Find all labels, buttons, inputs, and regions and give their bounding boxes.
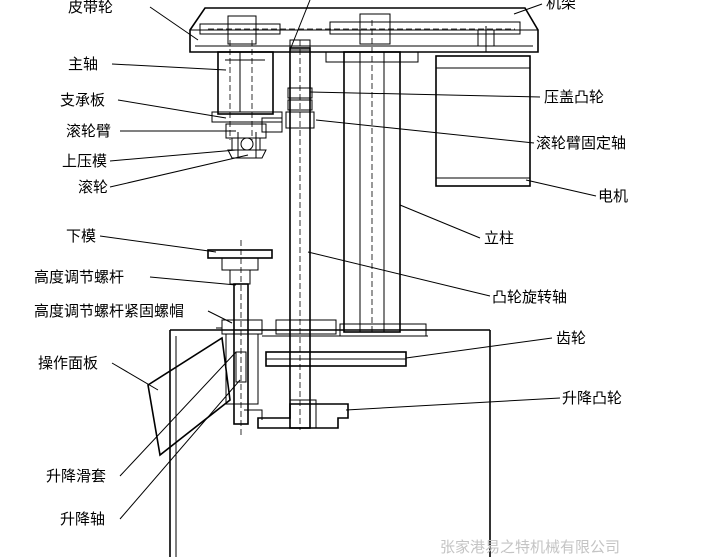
label-height-screw-nut: 高度调节螺杆紧固螺帽 (34, 302, 184, 320)
label-upper-die: 上压模 (62, 152, 107, 170)
label-height-screw: 高度调节螺杆 (34, 268, 124, 286)
label-roller: 滚轮 (78, 178, 108, 196)
label-roller-arm: 滚轮臂 (66, 122, 111, 140)
cam-shaft-column (285, 39, 315, 430)
label-main-shaft: 主轴 (68, 55, 98, 73)
label-lift-cam: 升降凸轮 (562, 389, 622, 407)
operation-panel (147, 336, 231, 457)
top-head (189, 7, 539, 53)
lift-cam (244, 399, 349, 429)
gear-table (262, 319, 428, 367)
label-support-plate: 支承板 (60, 91, 105, 109)
label-motor: 电机 (598, 187, 628, 205)
label-top-right: 机架 (546, 0, 576, 12)
label-roller-arm-shaft: 滚轮臂固定轴 (536, 134, 626, 152)
label-cover-cam: 压盖凸轮 (544, 88, 604, 106)
label-lower-die: 下模 (66, 227, 96, 245)
roller-assembly (225, 117, 283, 159)
motor (435, 55, 531, 187)
base-body (169, 329, 491, 557)
pillar (325, 20, 419, 333)
label-cam-shaft: 凸轮旋转轴 (492, 288, 567, 306)
leader-lines (99, 0, 597, 520)
main-shaft-housing (211, 40, 283, 140)
label-panel: 操作面板 (38, 354, 98, 372)
label-column: 立柱 (484, 229, 514, 247)
watermark: 张家港易之特机械有限公司 (440, 538, 620, 556)
label-gear: 齿轮 (556, 329, 586, 347)
lower-die-assembly (207, 240, 273, 438)
label-belt-wheel: 皮带轮 (68, 0, 113, 16)
label-lift-shaft: 升降轴 (60, 510, 105, 528)
label-lift-sleeve: 升降滑套 (46, 467, 106, 485)
